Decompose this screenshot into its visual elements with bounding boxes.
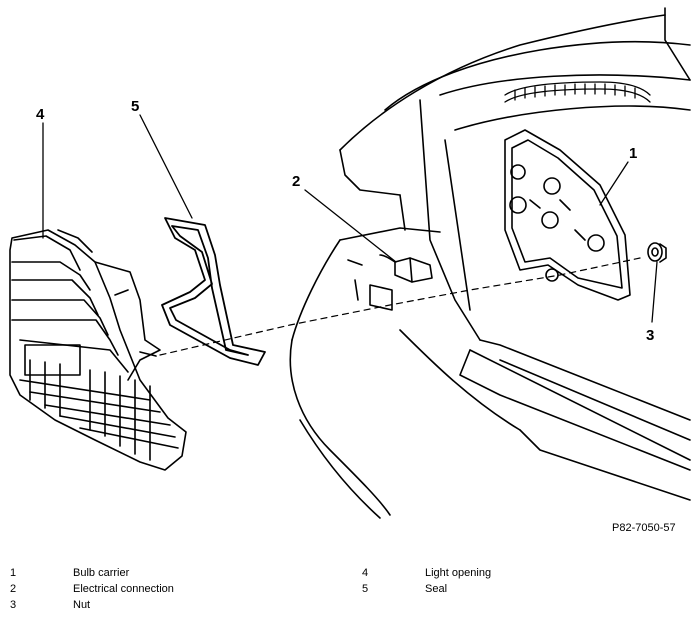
legend-left: 1 Bulb carrier 2 Electrical connection 3…	[10, 565, 340, 613]
figure-reference-code: P82-7050-57	[612, 522, 676, 534]
seal-gasket	[161, 217, 266, 366]
bulb-carrier	[504, 129, 631, 301]
legend-right: 4 Light opening 5 Seal	[362, 565, 682, 597]
assembly-line	[159, 257, 641, 356]
legend-item: 2 Electrical connection	[10, 581, 340, 597]
legend-number: 5	[362, 583, 369, 595]
nut	[647, 242, 667, 263]
legend-item: 3 Nut	[10, 597, 340, 613]
legend-text: Nut	[73, 599, 91, 611]
legend-item: 1 Bulb carrier	[10, 565, 340, 581]
leader-lines	[42, 114, 658, 323]
exploded-view-illustration: 1 2 3 4 5	[9, 7, 691, 519]
legend-number: 2	[10, 583, 17, 595]
legend-item: 5 Seal	[362, 581, 682, 597]
tail-light-housing	[9, 229, 187, 471]
trunk-spring	[504, 81, 651, 103]
legend-text: Bulb carrier	[73, 567, 130, 579]
callout-5: 5	[131, 98, 139, 115]
legend-text: Seal	[425, 583, 448, 595]
legend-number: 1	[10, 567, 17, 579]
electrical-connector	[379, 254, 433, 283]
legend-text: Light opening	[425, 567, 492, 579]
legend-number: 3	[10, 599, 17, 611]
legend-number: 4	[362, 567, 369, 579]
callout-4: 4	[36, 106, 45, 123]
callout-1: 1	[629, 145, 637, 162]
vehicle-rear-body	[289, 7, 691, 519]
legend-item: 4 Light opening	[362, 565, 682, 581]
legend-text: Electrical connection	[73, 583, 174, 595]
callout-2: 2	[292, 173, 300, 190]
callout-3: 3	[646, 327, 654, 344]
